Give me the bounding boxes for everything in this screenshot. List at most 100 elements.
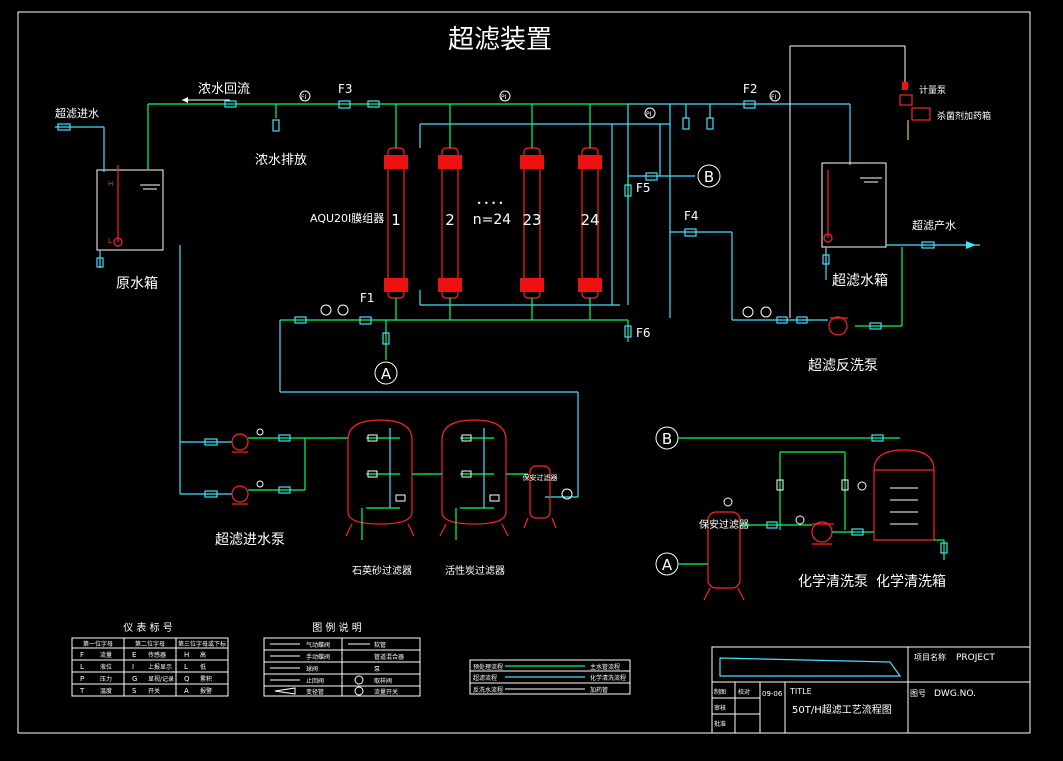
svg-text:审核: 审核 <box>714 704 726 712</box>
svg-text:泵: 泵 <box>374 666 380 673</box>
svg-text:变径管: 变径管 <box>306 688 324 696</box>
carbon-filter-label: 活性炭过滤器 <box>445 564 505 577</box>
security-filter-small: 保安过滤器 <box>523 465 558 529</box>
raw-tank-label: 原水箱 <box>116 276 158 292</box>
svg-text:B: B <box>704 168 714 186</box>
svg-text:管道混合器: 管道混合器 <box>374 653 404 661</box>
legend-instruments: 仪 表 标 号 第一位字母 第二位字母 第三位字母或下标 F 流量 E 传感器 … <box>71 621 229 697</box>
svg-text:PI: PI <box>501 94 507 101</box>
svg-text:图 例 说 明: 图 例 说 明 <box>312 621 362 634</box>
uf-module-2: 2 <box>438 104 462 320</box>
chemical-cleaning-tank: 化学清洗箱 <box>857 449 946 590</box>
svg-text:TITLE: TITLE <box>789 687 812 696</box>
svg-text:I: I <box>132 663 134 671</box>
sand-filter-label: 石英砂过滤器 <box>352 564 412 577</box>
svg-text:软管: 软管 <box>374 641 386 649</box>
connector-b-top <box>697 164 721 188</box>
concentrate-drain-label: 浓水排放 <box>255 153 307 168</box>
backwash-pump: 超滤反洗泵 <box>808 316 878 374</box>
svg-text:A: A <box>662 556 673 574</box>
svg-text:制图: 制图 <box>714 688 726 696</box>
module-dots: • • • • <box>477 199 504 208</box>
svg-text:B: B <box>662 430 672 448</box>
svg-text:反洗水流程: 反洗水流程 <box>473 686 503 694</box>
svg-text:第二位字母: 第二位字母 <box>135 640 165 648</box>
security-filter-small-label: 保安过滤器 <box>523 473 558 482</box>
svg-text:传感器: 传感器 <box>148 651 166 659</box>
svg-text:校对: 校对 <box>738 688 750 696</box>
svg-text:09-06: 09-06 <box>762 690 783 698</box>
carbon-filter: 活性炭过滤器 <box>439 419 509 577</box>
svg-text:H: H <box>108 180 113 188</box>
dosing-pump-label: 计量泵 <box>919 84 946 96</box>
raw-water-tank: H L 原水箱 <box>96 165 164 292</box>
svg-text:低: 低 <box>200 663 206 671</box>
svg-text:仪 表 标 号: 仪 表 标 号 <box>123 621 173 634</box>
svg-text:温度: 温度 <box>100 687 112 695</box>
pressure-gauge-icon <box>499 90 511 102</box>
uf-module-24: 24 <box>578 104 602 320</box>
svg-text:报警: 报警 <box>200 687 212 695</box>
drawing-frame <box>17 11 1031 734</box>
svg-text:DWG.NO.: DWG.NO. <box>934 689 976 699</box>
svg-text:L: L <box>80 663 84 671</box>
svg-text:第一位字母: 第一位字母 <box>83 640 113 648</box>
svg-text:图号: 图号 <box>910 689 926 698</box>
svg-text:化学清洗流程: 化学清洗流程 <box>590 674 626 682</box>
svg-text:项目名称: 项目名称 <box>914 652 946 662</box>
uf-water-tank: 超滤水箱 <box>821 162 888 289</box>
svg-text:止回阀: 止回阀 <box>306 677 324 685</box>
legend-lines: 预处理流程 主水管流程 超滤流程 化学清洗流程 反洗水流程 加药管 <box>469 659 631 695</box>
dosing-tank-label: 杀菌剂加药箱 <box>937 110 991 122</box>
sand-filter: 石英砂过滤器 <box>345 419 415 577</box>
valve-f3-label: F3 <box>338 82 353 96</box>
svg-text:开关: 开关 <box>148 687 160 695</box>
chem-pump-label: 化学清洗泵 <box>798 574 868 590</box>
module-label-24: 24 <box>580 211 599 229</box>
module-label-1: 1 <box>391 211 401 229</box>
diagram-title: 超滤装置 <box>448 25 552 55</box>
connector-a-top <box>374 361 398 385</box>
svg-text:预处理流程: 预处理流程 <box>473 663 503 671</box>
feed-pump-label: 超滤进水泵 <box>215 532 285 548</box>
backwash-pump-label: 超滤反洗泵 <box>808 358 878 374</box>
svg-text:PROJECT: PROJECT <box>956 653 995 663</box>
valve-f6-label: F6 <box>636 326 651 340</box>
svg-text:气动蝶阀: 气动蝶阀 <box>306 641 330 649</box>
module-count-label: n=24 <box>473 212 512 228</box>
svg-text:S: S <box>132 687 137 695</box>
svg-text:手动蝶阀: 手动蝶阀 <box>306 653 330 661</box>
security-filter-large: 保安过滤器 <box>699 497 749 601</box>
svg-text:FI: FI <box>301 94 306 101</box>
svg-text:G: G <box>132 675 137 683</box>
svg-text:取样阀: 取样阀 <box>374 677 392 685</box>
svg-text:F: F <box>80 651 84 659</box>
svg-text:流量开关: 流量开关 <box>374 688 398 696</box>
svg-text:液位: 液位 <box>100 663 112 671</box>
svg-text:显视/记录: 显视/记录 <box>148 675 174 683</box>
svg-text:压力: 压力 <box>100 675 112 683</box>
drawing-title-value: 50T/H超滤工艺流程图 <box>792 703 892 716</box>
feed-pump-1 <box>231 433 249 453</box>
svg-text:高: 高 <box>200 651 206 659</box>
concentrate-return-label: 浓水回流 <box>198 82 250 97</box>
valve-f4-label: F4 <box>684 209 699 223</box>
svg-text:L: L <box>184 663 188 671</box>
svg-text:E: E <box>132 651 136 659</box>
uf-module-23: 23 <box>520 104 544 320</box>
valve-f1-label: F1 <box>360 291 375 305</box>
svg-text:主水管流程: 主水管流程 <box>590 663 620 671</box>
svg-text:A: A <box>184 687 189 695</box>
chem-tank-label: 化学清洗箱 <box>876 574 946 590</box>
svg-text:超滤流程: 超滤流程 <box>473 674 497 682</box>
feed-pump-2 <box>231 485 249 505</box>
uf-tank-label: 超滤水箱 <box>832 273 888 289</box>
security-filter-large-label: 保安过滤器 <box>699 518 749 531</box>
uf-product-label: 超滤产水 <box>912 218 956 232</box>
module-label-2: 2 <box>445 211 455 229</box>
legend-symbols: 图 例 说 明 气动蝶阀 软管 手动蝶阀 管道混合器 球阀 泵 止回阀 取样阀 … <box>263 621 421 697</box>
uf-module-1: 1 <box>384 104 408 320</box>
svg-text:累积: 累积 <box>200 675 212 683</box>
module-label-23: 23 <box>522 211 541 229</box>
